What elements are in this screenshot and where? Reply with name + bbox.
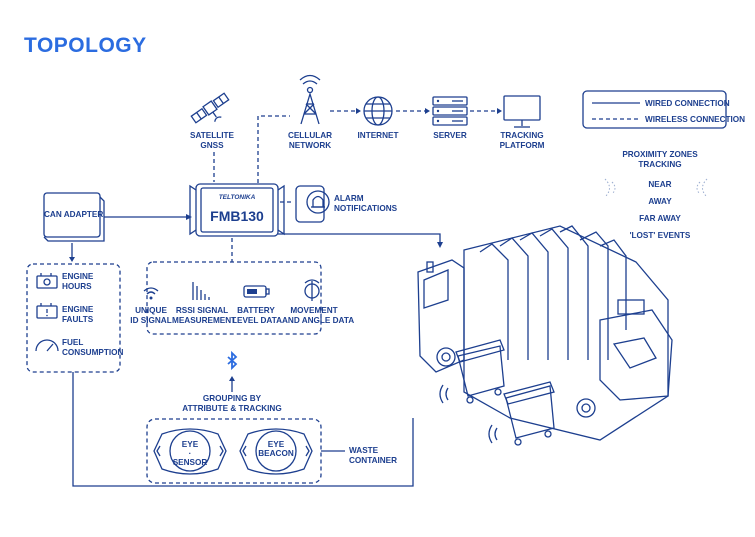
fuel-gauge-icon	[35, 339, 59, 352]
device-to-cellular-link	[257, 115, 290, 183]
legend-wired-label: WIRED CONNECTION	[645, 99, 730, 108]
device-to-truck-link	[278, 233, 441, 244]
satellite-icon	[190, 92, 230, 124]
proximity-zone-away: AWAY	[648, 197, 672, 206]
device-brand: TELTONIKA	[218, 194, 256, 201]
garbage-truck-illustration	[417, 225, 673, 446]
internet-label: INTERNET	[357, 131, 399, 140]
engine-faults-icon	[36, 303, 58, 319]
cellular-tower-icon	[299, 74, 321, 125]
proximity-zone-far-away: FAR AWAY	[639, 214, 681, 223]
rssi-signal-icon	[192, 282, 210, 300]
page-title: TOPOLOGY	[24, 34, 147, 57]
battery-icon	[243, 285, 270, 298]
unique-id-signal-icon	[143, 287, 159, 300]
sensors-panel	[146, 418, 322, 484]
alarm-phone-icon	[295, 185, 330, 223]
bottom-link	[72, 372, 414, 487]
engine-hours-icon	[36, 273, 58, 289]
proximity-zone-near: NEAR	[648, 180, 672, 189]
movement-angle-icon	[304, 279, 320, 301]
can-adapter-box	[43, 192, 105, 242]
features-panel	[146, 261, 322, 335]
proximity-arcs	[604, 178, 708, 198]
legend-box	[582, 90, 727, 129]
eye-beacon-device	[239, 428, 313, 475]
server-icon	[432, 96, 468, 126]
can-adapter-label: CAN ADAPTER	[44, 210, 104, 219]
legend-wireless-label: WIRELESS CONNECTION	[645, 115, 746, 124]
bluetooth-icon	[227, 350, 238, 371]
server-label: SERVER	[433, 131, 467, 140]
device-model: FMB130	[210, 208, 264, 224]
monitor-icon	[503, 95, 541, 128]
fmb130-device	[189, 183, 285, 237]
proximity-zone-lost: 'LOST' EVENTS	[629, 231, 691, 240]
eye-sensor-label: EYE·SENSOR	[172, 440, 208, 467]
eye-sensor-device	[153, 428, 227, 475]
internet-globe-icon	[363, 96, 393, 126]
